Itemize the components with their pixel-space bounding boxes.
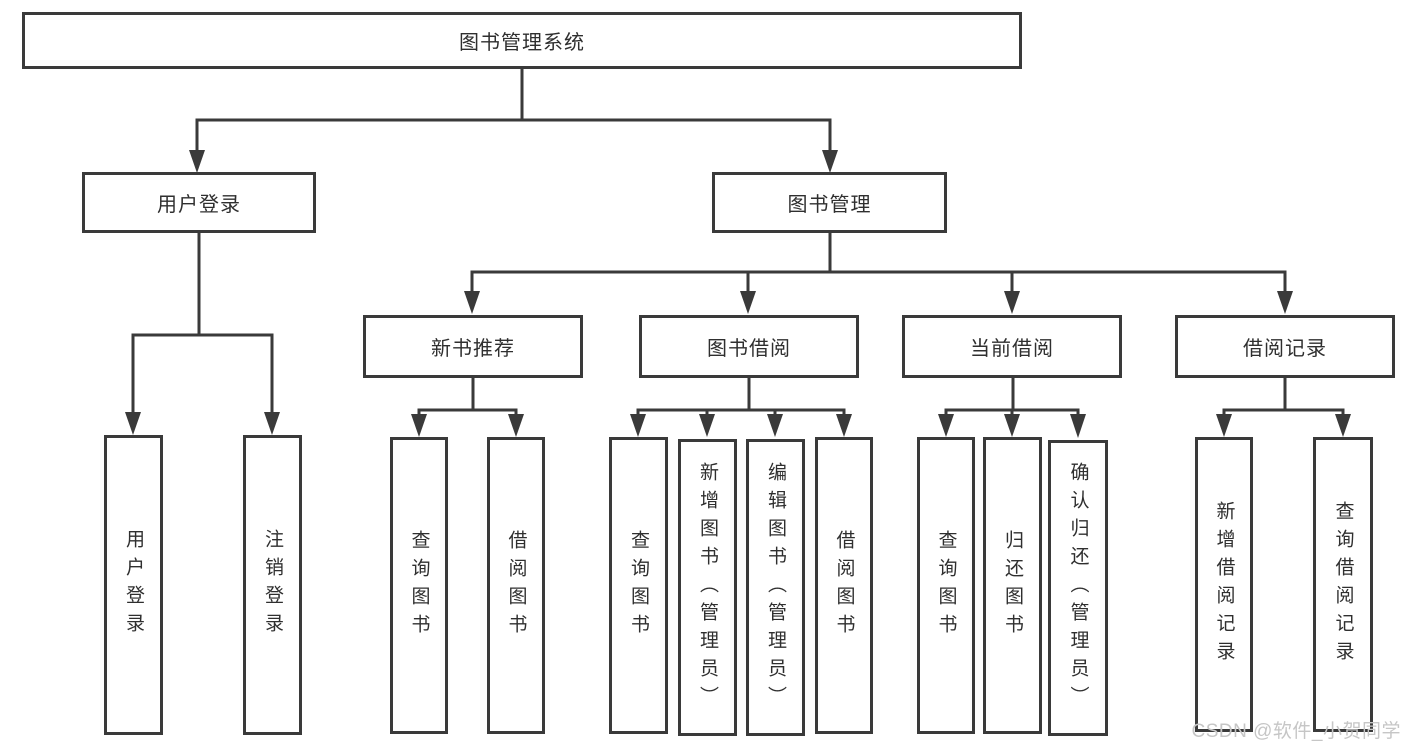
connector-book-management-children	[470, 232, 1287, 292]
leaf-return-book: 归还图书	[983, 437, 1042, 734]
leaf-query-borrow-record: 查询借阅记录	[1313, 437, 1373, 732]
leaf-borrow-books-recommend: 借阅图书	[487, 437, 545, 734]
node-current-borrow-label: 当前借阅	[970, 338, 1054, 360]
leaf-borrow-books-recommend-label: 借阅图书	[505, 529, 527, 642]
connector-current-borrow-children	[944, 378, 1080, 415]
node-library-system: 图书管理系统	[22, 12, 1022, 69]
leaf-confirm-return-admin: 确认归还（管理员）	[1048, 440, 1108, 736]
leaf-query-borrow-record-label: 查询借阅记录	[1332, 500, 1354, 669]
connector-user-login-children	[131, 232, 274, 414]
node-library-system-label: 图书管理系统	[459, 32, 585, 54]
connector-borrow-records-children	[1222, 378, 1345, 415]
node-current-borrow: 当前借阅	[902, 315, 1122, 378]
leaf-query-books-borrow: 查询图书	[609, 437, 668, 734]
leaf-return-book-label: 归还图书	[1002, 529, 1023, 642]
leaf-add-borrow-record: 新增借阅记录	[1195, 437, 1253, 732]
connector-root-to-level2	[195, 68, 832, 152]
watermark: CSDN @软件_小贺同学	[1191, 721, 1401, 742]
leaf-add-book-admin: 新增图书（管理员）	[678, 439, 737, 736]
node-borrow-records-label: 借阅记录	[1243, 338, 1327, 360]
leaf-logout: 注销登录	[243, 435, 302, 735]
leaf-borrow-books-borrow: 借阅图书	[815, 437, 873, 734]
leaf-add-borrow-record-label: 新增借阅记录	[1213, 500, 1235, 669]
node-book-management-label: 图书管理	[787, 194, 872, 216]
leaf-query-books-current: 查询图书	[917, 437, 975, 734]
node-user-login-label: 用户登录	[157, 194, 241, 216]
node-borrow-records: 借阅记录	[1175, 315, 1395, 378]
leaf-query-books-borrow-label: 查询图书	[628, 529, 649, 642]
node-user-login: 用户登录	[82, 172, 316, 233]
leaf-query-books-recommend-label: 查询图书	[408, 529, 430, 642]
node-book-borrow: 图书借阅	[639, 315, 859, 378]
leaf-logout-label: 注销登录	[262, 529, 283, 641]
leaf-query-books-recommend: 查询图书	[390, 437, 448, 734]
leaf-query-books-current-label: 查询图书	[935, 529, 957, 642]
leaf-edit-book-admin: 编辑图书（管理员）	[746, 439, 805, 736]
node-book-borrow-label: 图书借阅	[707, 338, 791, 360]
connector-new-book-recommend-children	[417, 378, 518, 415]
leaf-user-login: 用户登录	[104, 435, 163, 735]
leaf-add-book-admin-label: 新增图书（管理员）	[697, 461, 718, 714]
node-new-book-recommend-label: 新书推荐	[431, 338, 515, 360]
leaf-user-login-label: 用户登录	[123, 529, 144, 641]
node-book-management: 图书管理	[712, 172, 947, 233]
leaf-borrow-books-borrow-label: 借阅图书	[833, 529, 855, 642]
leaf-edit-book-admin-label: 编辑图书（管理员）	[765, 461, 786, 714]
connector-book-borrow-children	[636, 378, 846, 415]
leaf-confirm-return-admin-label: 确认归还（管理员）	[1067, 462, 1089, 714]
node-new-book-recommend: 新书推荐	[363, 315, 583, 378]
